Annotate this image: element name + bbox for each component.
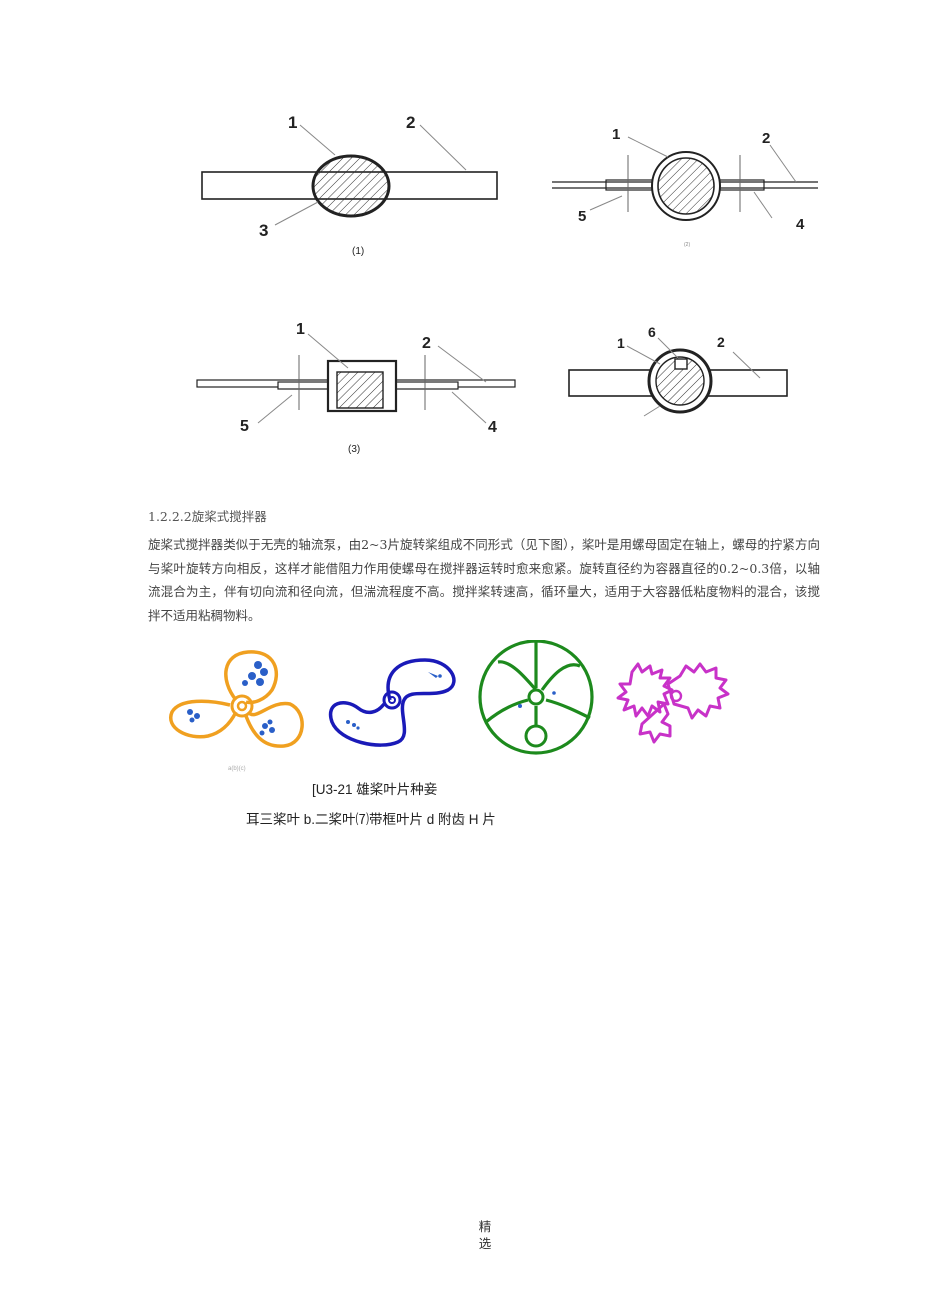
- impeller-blue-dots: [187, 661, 275, 736]
- callout-2: 2: [406, 113, 415, 132]
- figure-sub-label: a(b)(c): [228, 766, 246, 772]
- callout-2: 2: [717, 334, 725, 350]
- callout-2: 2: [762, 130, 770, 147]
- callout-5: 5: [240, 418, 249, 435]
- callout-1: 1: [288, 113, 297, 132]
- impeller-sketches: [169, 640, 730, 755]
- body-paragraph: 旋桨式搅拌器类似于无壳的轴流泵，由2~3片旋转桨组成不同形式（见下图），桨叶是用…: [148, 537, 820, 623]
- diagram-3: 1 2 4 5 (3): [196, 321, 516, 455]
- shaft-mount-diagrams: 1 2 3 (1) 1 2 4 5 (2) 1 2 4: [196, 113, 818, 455]
- footer-char-1: 精: [478, 1219, 492, 1234]
- page-footer: 精 选: [475, 1218, 495, 1252]
- callout-4: 4: [796, 216, 805, 233]
- callout-2: 2: [422, 335, 431, 352]
- diagram-1: 1 2 3 (1): [201, 113, 498, 257]
- figure-caption-items: 耳三桨叶 b.二桨叶⑺带框叶片 d 附齿 H 片: [246, 812, 496, 827]
- three-blade-impeller-icon: [169, 650, 304, 748]
- two-blade-impeller-icon: [328, 658, 456, 747]
- footer-char-2: 选: [478, 1236, 492, 1251]
- serrated-impeller-icon: [616, 662, 730, 744]
- callout-1: 1: [617, 335, 625, 351]
- diagram-4: 1 2 6: [568, 324, 788, 417]
- callout-1: 1: [296, 321, 305, 338]
- framed-impeller-dots: [518, 691, 556, 708]
- diagram-1-caption: (1): [352, 246, 364, 257]
- diagram-2-caption: (2): [684, 242, 690, 248]
- callout-3: 3: [259, 221, 268, 240]
- callout-5: 5: [578, 208, 586, 225]
- callout-1: 1: [612, 126, 620, 143]
- diagram-2: 1 2 4 5 (2): [552, 126, 818, 248]
- framed-impeller-icon: [478, 640, 594, 755]
- callout-4: 4: [488, 419, 497, 436]
- figure-caption-title: [U3-21 雄桨叶片种妾: [312, 782, 438, 797]
- section-heading: 1.2.2.2旋桨式搅拌器: [148, 509, 267, 524]
- impeller-blue-marks: [346, 672, 442, 730]
- callout-6: 6: [648, 324, 656, 340]
- diagram-3-caption: (3): [348, 444, 360, 455]
